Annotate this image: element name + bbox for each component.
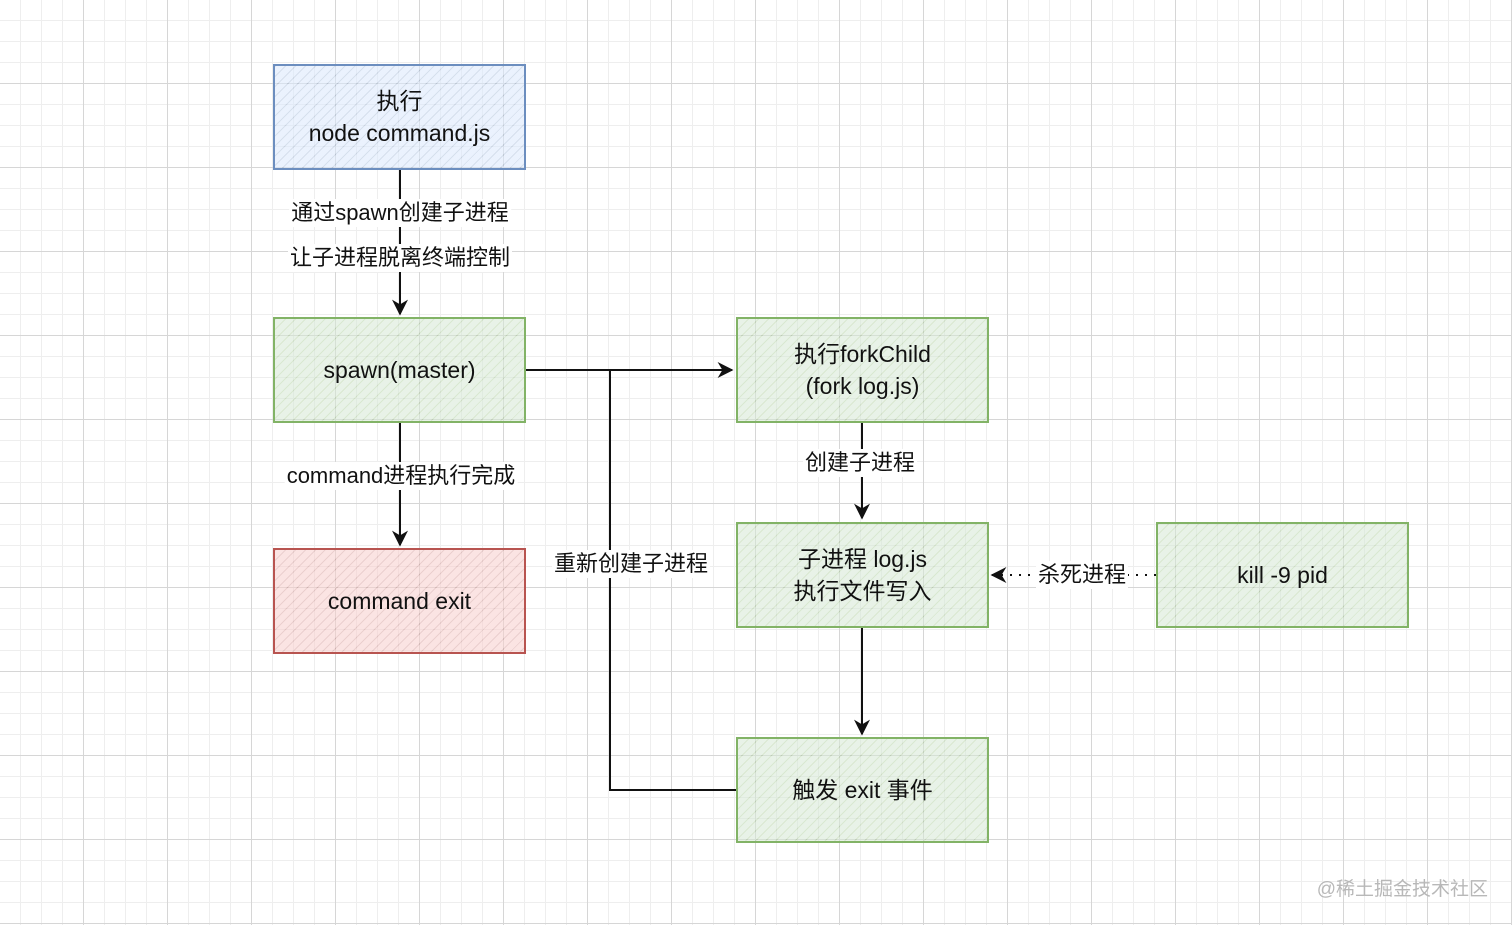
edge-label-recreate-child: 重新创建子进程 bbox=[551, 550, 711, 578]
node-command-exit[interactable]: command exit bbox=[273, 548, 526, 654]
node-kill-pid[interactable]: kill -9 pid bbox=[1156, 522, 1409, 628]
node-exec-command[interactable]: 执行 node command.js bbox=[273, 64, 526, 170]
node-child-log[interactable]: 子进程 log.js 执行文件写入 bbox=[736, 522, 989, 628]
edge-label-command-done: command进程执行完成 bbox=[284, 462, 518, 490]
node-spawn-master[interactable]: spawn(master) bbox=[273, 317, 526, 423]
edge-label-kill-process: 杀死进程 bbox=[1035, 561, 1129, 589]
edge-label-spawn-line2: 让子进程脱离终端控制 bbox=[287, 244, 513, 272]
edge-trigger-loop-back bbox=[609, 370, 736, 791]
edge-label-create-child: 创建子进程 bbox=[802, 449, 918, 477]
node-exec-fork-child[interactable]: 执行forkChild (fork log.js) bbox=[736, 317, 989, 423]
watermark-text: @稀土掘金技术社区 bbox=[1316, 879, 1488, 900]
edge-label-spawn-line1: 通过spawn创建子进程 bbox=[289, 199, 511, 227]
node-trigger-exit[interactable]: 触发 exit 事件 bbox=[736, 737, 989, 843]
